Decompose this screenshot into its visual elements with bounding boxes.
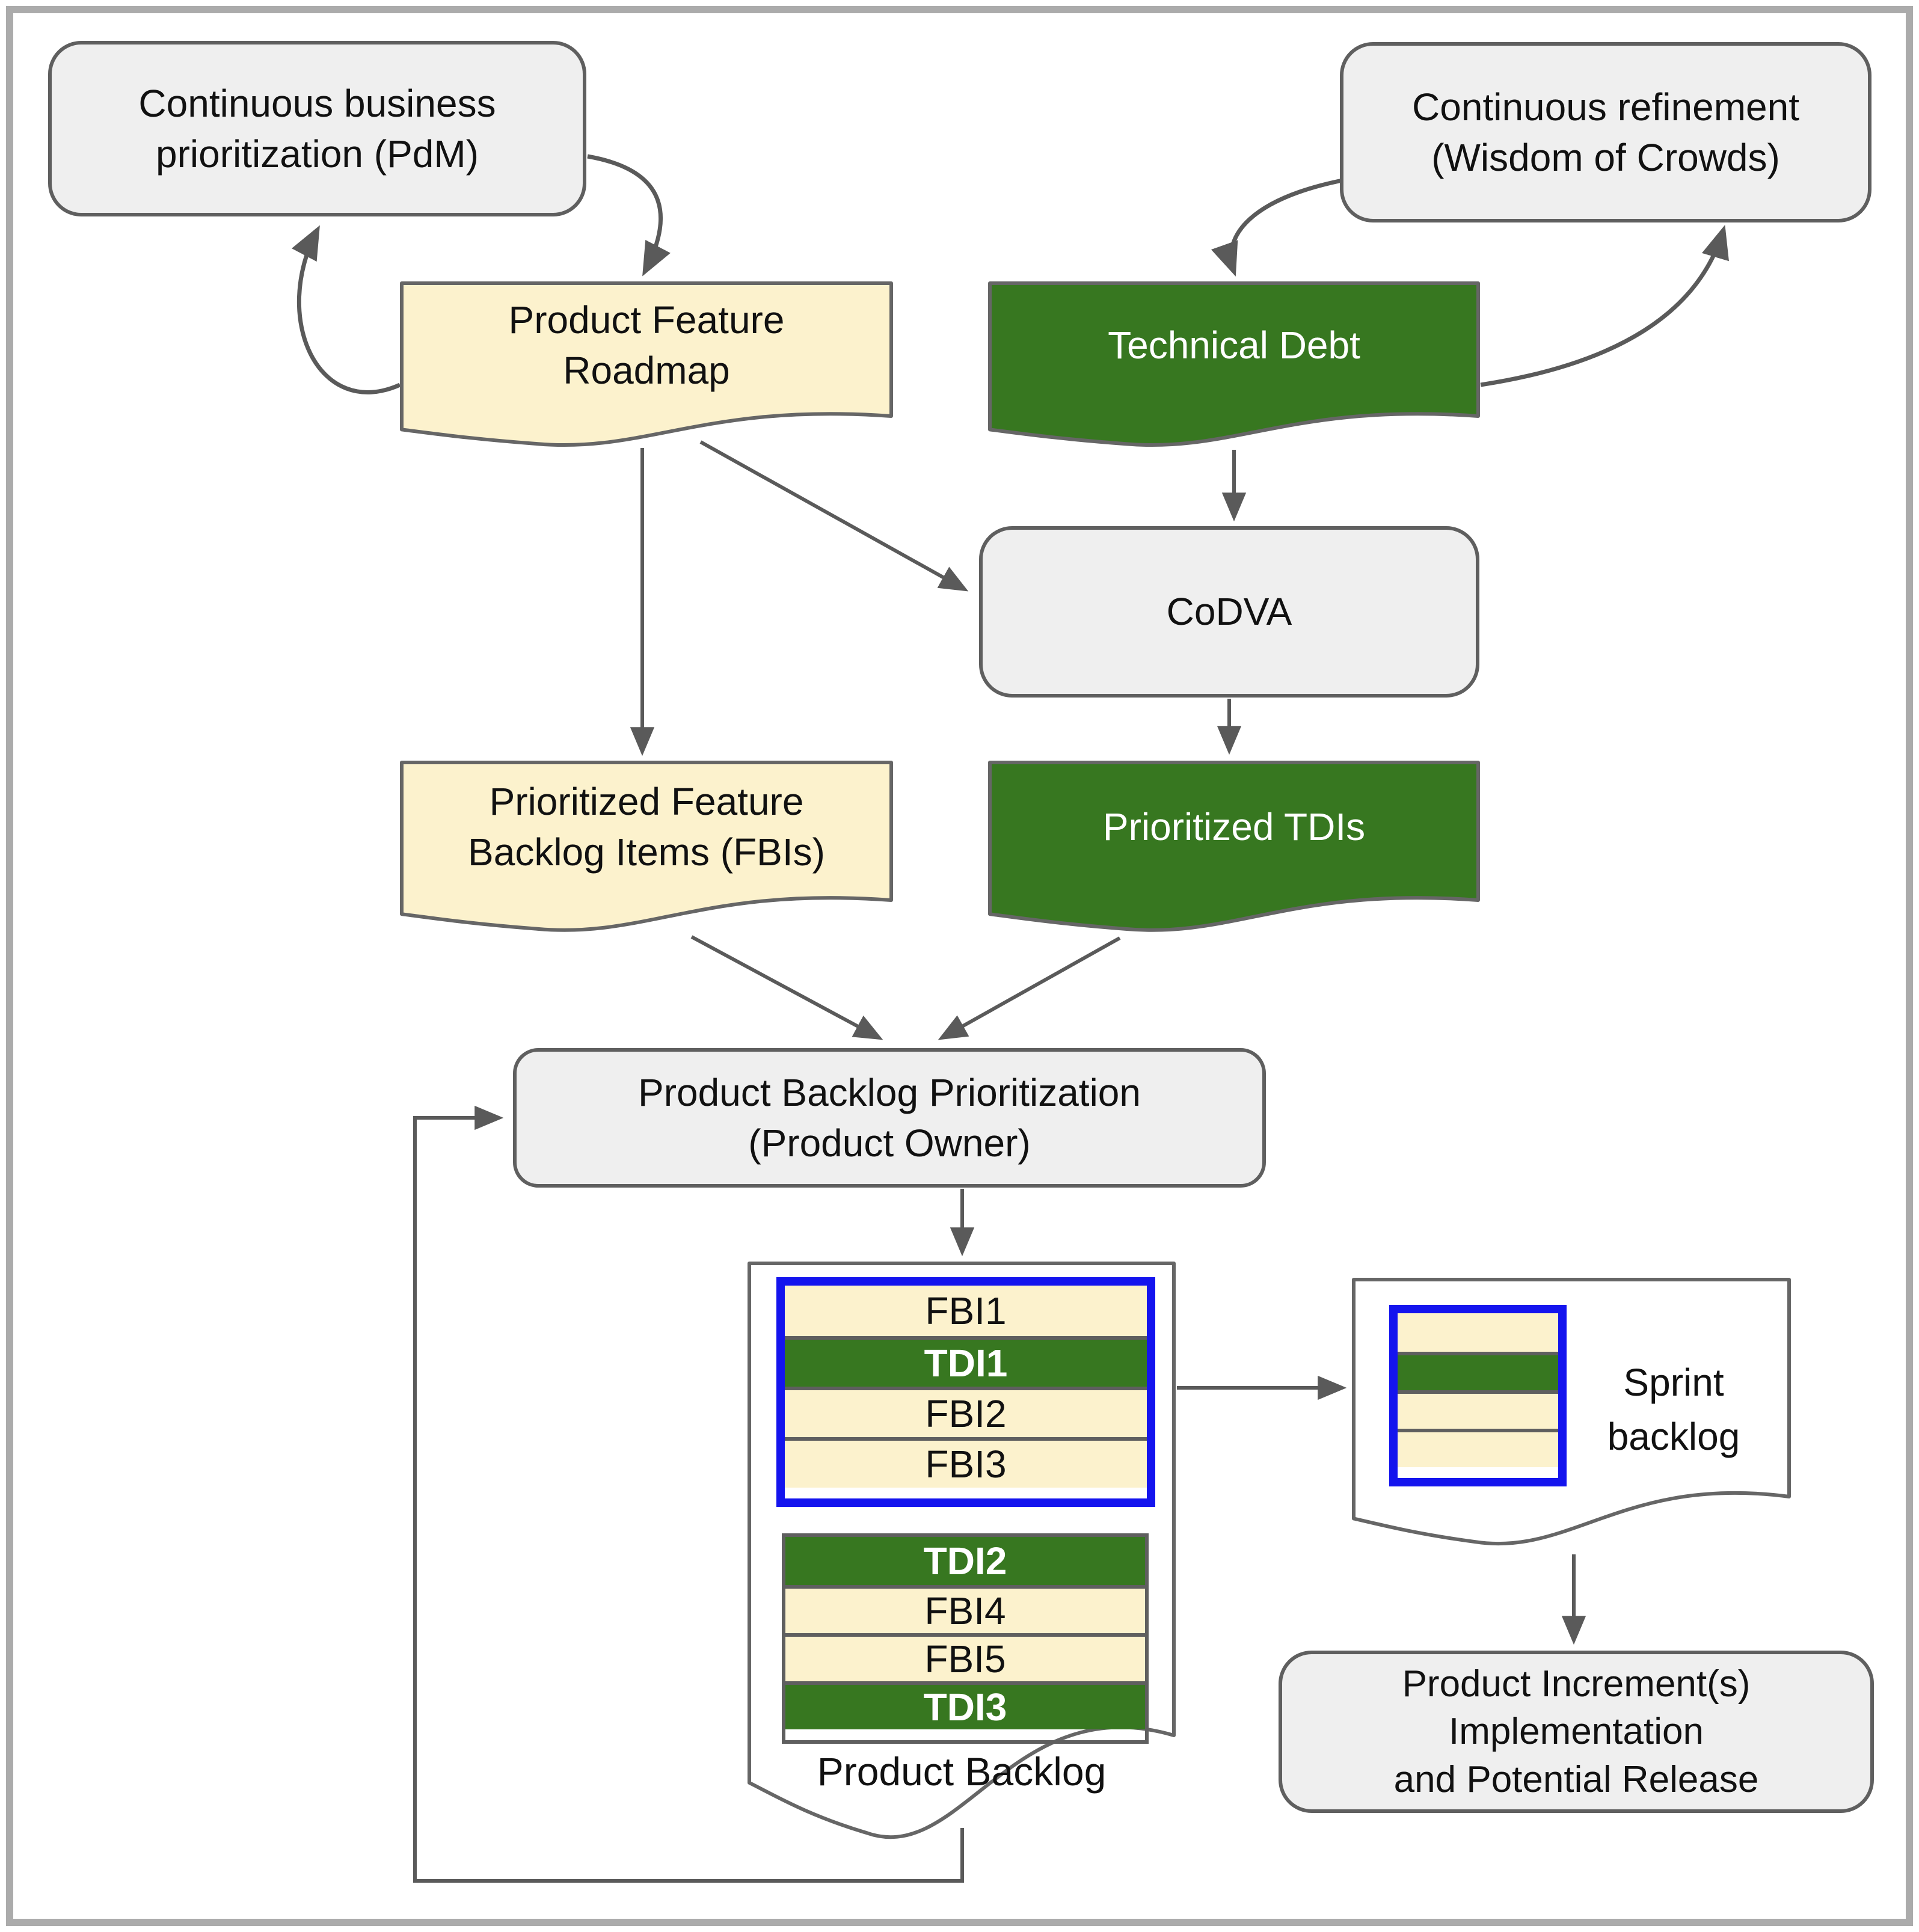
node-label: Product Increment(s) Implementation and … [1393,1663,1759,1800]
node-prioritized-tdis: Prioritized TDIs [988,761,1480,935]
node-label: Product Feature Roadmap [508,298,785,393]
node-technical-debt: Technical Debt [988,281,1480,450]
node-product-increment: Product Increment(s) Implementation and … [1279,1651,1874,1813]
node-product-backlog-document: FBI1 TDI1 FBI2 FBI3 TDI2 FBI4 FBI5 TDI3 … [748,1262,1176,1854]
backlog-item-fbi5: FBI5 [785,1633,1145,1681]
backlog-item-tdi1: TDI1 [785,1336,1147,1387]
arrow-techdebt-to-refinement [1480,224,1729,387]
backlog-item-fbi2: FBI2 [785,1387,1147,1437]
node-label: CoDVA [1166,590,1292,634]
node-label: Continuous refinement (Wisdom of Crowds) [1412,85,1799,179]
arrow-roadmap-to-codva [699,440,969,592]
arrow-tdis-to-prioritization [938,936,1121,1040]
node-continuous-refinement: Continuous refinement (Wisdom of Crowds) [1340,42,1871,222]
arrow-backlog-loop-to-prioritization [413,1105,964,1883]
sprint-items-preview [1389,1305,1567,1486]
document-shape [400,281,893,447]
node-product-feature-roadmap: Product Feature Roadmap [400,281,893,450]
document-shape [988,761,1480,932]
node-label: Prioritized TDIs [1102,805,1366,848]
product-backlog-caption: Product Backlog [817,1749,1107,1794]
backlog-item-fbi4: FBI4 [785,1585,1145,1633]
node-codva: CoDVA [979,526,1479,698]
node-prioritized-fbis: Prioritized Feature Backlog Items (FBIs) [400,761,893,935]
backlog-item-fbi3: FBI3 [785,1437,1147,1488]
node-label: Product Backlog Prioritization (Product … [638,1070,1141,1165]
backlog-item-tdi2: TDI2 [785,1537,1145,1585]
arrow-roadmap-to-pdm [292,225,401,394]
node-label: Continuous business prioritization (PdM) [138,81,496,176]
node-sprint-backlog-document: Sprint backlog [1352,1278,1791,1551]
node-continuous-business-prioritization: Continuous business prioritization (PdM) [48,41,586,216]
node-label: Technical Debt [1108,324,1360,367]
arrow-fbis-to-prioritization [690,935,883,1040]
sprint-bar-fbi [1398,1390,1558,1429]
backlog-sprint-selection-group: FBI1 TDI1 FBI2 FBI3 [776,1277,1155,1507]
sprint-bar-fbi [1398,1429,1558,1467]
arrow-refinement-to-techdebt [1211,178,1343,277]
node-label: Prioritized Feature Backlog Items (FBIs) [468,779,825,874]
backlog-remaining-group: TDI2 FBI4 FBI5 TDI3 [782,1533,1149,1744]
sprint-backlog-label: Sprint backlog [1607,1361,1740,1458]
node-product-backlog-prioritization: Product Backlog Prioritization (Product … [513,1048,1266,1188]
document-shape [988,281,1480,447]
document-shape [400,761,893,932]
backlog-item-fbi1: FBI1 [785,1286,1147,1336]
backlog-item-tdi3: TDI3 [785,1681,1145,1729]
sprint-bar-fbi [1398,1313,1558,1352]
arrow-pdm-to-roadmap [587,154,671,277]
sprint-bar-tdi [1398,1352,1558,1390]
